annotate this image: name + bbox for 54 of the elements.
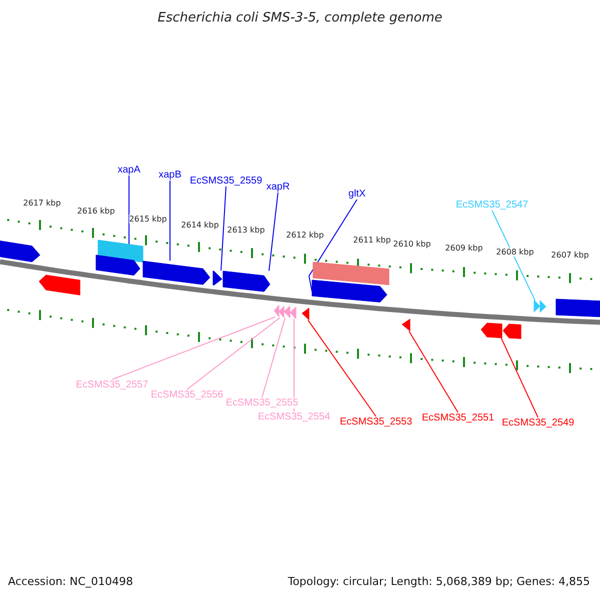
scale-label: 2608 kbp <box>496 248 534 256</box>
gene-label: gltX <box>348 188 366 200</box>
gene-feature <box>0 240 40 262</box>
leader-line <box>308 199 358 292</box>
gene-feature <box>96 254 140 276</box>
gene-label: EcSMS35_2553 <box>340 416 412 428</box>
leader-line <box>262 318 286 398</box>
footer-text: Accession: NC_010498 <box>8 575 134 588</box>
leader-line <box>112 316 276 380</box>
leader-line <box>220 186 226 272</box>
leader-line <box>408 330 458 413</box>
leader-line <box>500 337 538 418</box>
gene-feature <box>284 306 290 318</box>
gene-feature <box>39 275 80 296</box>
leader-line <box>268 192 278 272</box>
scale-label: 2615 kbp <box>129 214 167 224</box>
gene-label: EcSMS35_2549 <box>502 418 574 428</box>
gene-feature <box>290 306 296 319</box>
gene-label: EcSMS35_2554 <box>258 412 330 422</box>
scale-label: 2616 kbp <box>77 206 115 216</box>
leader-line <box>186 317 280 390</box>
scale-label: 2613 kbp <box>227 226 265 234</box>
gene-label: EcSMS35_2559 <box>190 176 262 186</box>
gene-label: EcSMS35_2555 <box>226 398 298 408</box>
gene-label: EcSMS35_2556 <box>150 390 224 400</box>
gene-feature <box>312 280 387 303</box>
gene-feature <box>481 322 502 338</box>
gene-feature <box>143 260 210 284</box>
gene-feature <box>279 306 284 318</box>
gene-feature <box>302 308 309 320</box>
scale-label: 2614 kbp <box>181 220 219 230</box>
scale-label: 2609 kbp <box>445 244 483 252</box>
gene-feature <box>503 324 521 339</box>
gene-label: EcSMS35_2557 <box>76 380 148 390</box>
gene-feature <box>556 299 600 318</box>
scale-label: 2612 kbp <box>286 230 324 240</box>
gene-label: EcSMS35_2547 <box>456 200 528 210</box>
gene-label: xapA <box>118 164 140 176</box>
scale-label: 2617 kbp <box>23 198 61 208</box>
gene-label: EcSMS35_2551 <box>422 412 494 424</box>
gene-label: xapR <box>266 182 290 192</box>
feature-bar <box>313 262 389 284</box>
gene-feature <box>534 300 546 313</box>
leader-line <box>492 210 536 301</box>
gene-feature <box>402 319 410 332</box>
gene-label: xapB <box>158 170 182 180</box>
footer-text: Topology: circular; Length: 5,068,389 bp; Genes: 4,855 <box>288 575 590 588</box>
scale-label: 2607 kbp <box>551 250 589 260</box>
scale-label: 2611 kbp <box>353 236 391 244</box>
gene-feature <box>274 305 279 318</box>
scale-label: 2610 kbp <box>393 240 431 248</box>
leader-line <box>308 320 376 417</box>
feature-bar <box>98 240 143 262</box>
diagram-title: Escherichia coli SMS-3-5, complete genome <box>158 10 442 26</box>
